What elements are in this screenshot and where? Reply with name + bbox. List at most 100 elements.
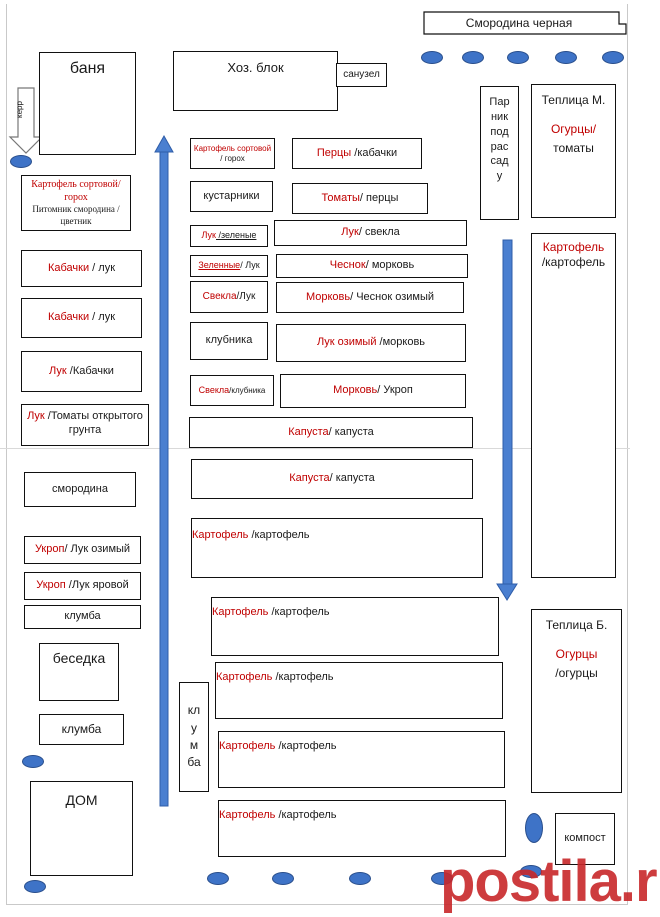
left-bed-7-red: Укроп	[36, 579, 66, 592]
mid-bed-8: Капуста/ капуста	[189, 417, 473, 448]
klumba-vert-3: м	[189, 738, 199, 752]
left-bed-6: Укроп/ Лук озимый	[24, 536, 141, 564]
parnik-line-1: Пар	[489, 96, 510, 108]
watermark: postila.ru	[440, 849, 660, 914]
parnik-line-2: ник	[490, 110, 509, 123]
mid-bed-2-red: Томаты	[321, 191, 360, 204]
mid-bed-5-black: / Чеснок озимый	[350, 290, 435, 303]
mid-bed-13-black: /картофель	[275, 740, 337, 752]
page-seam	[0, 448, 630, 449]
mid-bed-3: Лук/ свекла	[274, 220, 467, 246]
hoz-block: Хоз. блок	[173, 51, 338, 111]
mid-bed-8-red: Капуста	[288, 425, 329, 438]
mid-bed-12-black: /картофель	[272, 671, 334, 683]
teplitsa-b-black: /огурцы	[555, 666, 598, 680]
mid-bed-7: Морковь/ Укроп	[280, 374, 466, 408]
mid-bed-11-black: /картофель	[268, 606, 330, 618]
smorodina-label: смородина	[52, 482, 108, 495]
mid-bed-6: Лук озимый /морковь	[276, 324, 466, 362]
mid-bed-3-black: / свекла	[358, 226, 400, 239]
left-bed-1-red: Картофель сортовой/горох	[31, 179, 121, 203]
small-bed-5-black: /клубника	[229, 385, 266, 395]
bush-3	[507, 51, 529, 64]
small-bed-2-red: Лук	[201, 230, 216, 241]
small-bed-4-red: Свекла	[202, 290, 237, 302]
smorodina-chernaya-text: Смородина черная	[465, 16, 573, 30]
mid-bed-5-red: Морковь	[305, 290, 351, 303]
sanuzel-label: санузел	[343, 68, 380, 80]
mid-bed-1-red: Перцы	[316, 146, 352, 159]
mid-bed-4: Чеснок/ морковь	[276, 254, 468, 278]
left-bed-1: Картофель сортовой/горох Питомник смород…	[21, 175, 131, 231]
left-bed-2: Кабачки / лук	[21, 250, 142, 287]
arrow-down-right	[496, 239, 518, 601]
kerr-text: керр	[15, 101, 24, 118]
kustarniki: кустарники	[190, 181, 273, 212]
left-bed-3-red: Кабачки	[47, 311, 90, 324]
dom: ДОМ	[30, 781, 133, 876]
arrow-up-left	[154, 134, 174, 807]
klumba: клумба	[39, 714, 124, 745]
bush-14	[520, 865, 542, 878]
klubnika-label: клубника	[205, 334, 253, 347]
small-bed-1: Картофель сортовой / горох	[190, 138, 275, 169]
mid-bed-7-red: Морковь	[333, 384, 378, 397]
mid-bed-6-red: Лук озимый	[316, 336, 377, 349]
bush-5	[602, 51, 624, 64]
mid-bed-9-red: Капуста	[289, 472, 330, 485]
mid-bed-14-red: Картофель	[219, 809, 276, 821]
klubnika: клубника	[190, 322, 268, 360]
mid-bed-4-red: Чеснок	[329, 259, 366, 272]
bush-7	[22, 755, 44, 768]
teplitsa-m: Теплица М. Огурцы/ томаты	[531, 84, 616, 218]
mid-bed-4-black: / морковь	[365, 259, 415, 272]
bush-6	[10, 155, 32, 168]
bush-11	[349, 872, 371, 885]
small-bed-5: Свекла/клубника	[190, 375, 274, 406]
klumba-vert-4: ба	[187, 755, 201, 770]
page-frame	[6, 4, 628, 905]
bush-12	[431, 872, 453, 885]
left-bed-2-red: Кабачки	[47, 261, 90, 274]
smorodina-arrow	[423, 11, 627, 35]
small-bed-2-black: /зеленые	[216, 230, 257, 241]
left-bed-2-black: / лук	[89, 261, 116, 274]
mid-bed-10-red: Картофель	[192, 529, 249, 541]
mid-bed-1-black: /кабачки	[351, 146, 398, 159]
teplitsa-b-title: Теплица Б.	[545, 618, 608, 632]
sanuzel: санузел	[336, 63, 387, 87]
mid-bed-8-black: / капуста	[328, 425, 374, 438]
dom-label: ДОМ	[65, 792, 98, 808]
kustarniki-label: кустарники	[203, 189, 260, 202]
mid-bed-13: Картофель /картофель	[218, 731, 505, 788]
smorodina: смородина	[24, 472, 136, 507]
mid-bed-5: Морковь/ Чеснок озимый	[276, 282, 464, 313]
mid-bed-14: Картофель /картофель	[218, 800, 506, 857]
small-bed-3-red: Зеленные	[198, 260, 241, 271]
left-bed-7: Укроп /Лук яровой	[24, 572, 141, 600]
teplitsa-m-title: Теплица М.	[541, 93, 606, 107]
bush-8	[24, 880, 46, 893]
mid-bed-9: Капуста/ капуста	[191, 459, 473, 499]
kerr-label: керр	[14, 101, 26, 118]
parnik-line-3: под	[490, 125, 509, 138]
teplitsa-m-red: Огурцы/	[550, 122, 597, 136]
klumba-vert-2: у	[191, 720, 197, 735]
small-bed-4-black: /Лук	[236, 290, 256, 302]
left-bed-5-black: /Томаты открытого грунта	[44, 410, 143, 436]
besedka-label: беседка	[52, 650, 106, 666]
left-bed-5: Лук /Томаты открытого грунта	[21, 404, 149, 446]
klumba-vertical: кл у м ба	[179, 682, 209, 792]
mid-bed-2: Томаты/ перцы	[292, 183, 428, 214]
left-bed-5-red: Лук	[27, 410, 45, 422]
mid-bed-9-black: / капуста	[329, 472, 375, 485]
left-bed-4-red: Лук	[49, 364, 67, 377]
mid-bed-2-black: / перцы	[359, 191, 399, 204]
bush-2	[462, 51, 484, 64]
teplitsa-m-lower-red: Картофель	[542, 240, 605, 254]
mid-bed-1: Перцы /кабачки	[292, 138, 422, 169]
banya: баня	[39, 52, 136, 155]
left-bed-3-black: / лук	[89, 311, 116, 324]
small-bed-3-black: / Лук	[240, 260, 260, 271]
